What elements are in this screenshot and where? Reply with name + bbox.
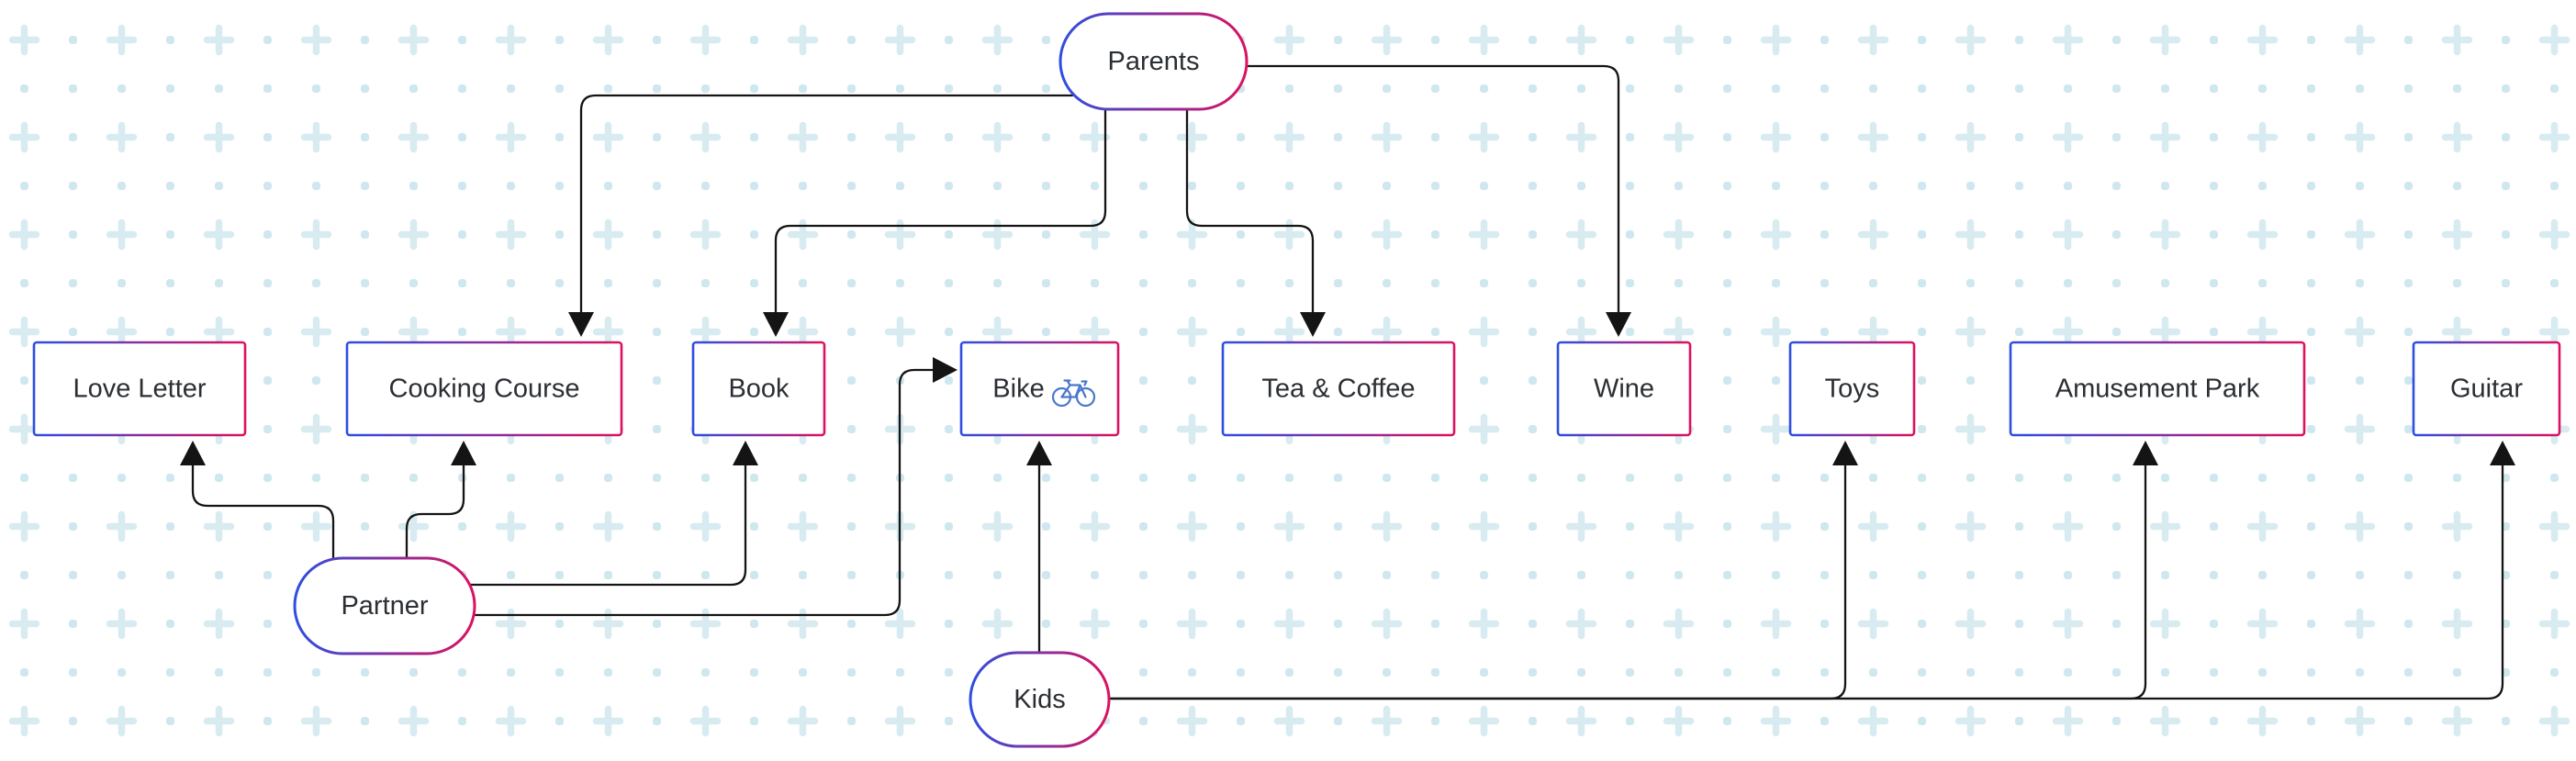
edge-line — [405, 464, 465, 560]
node-love-letter[interactable]: Love Letter — [32, 341, 247, 437]
edge-arrowhead-icon — [568, 312, 594, 337]
edge-arrowhead-icon — [763, 312, 789, 337]
node-label: Cooking Course — [389, 375, 580, 404]
node-amusement-park[interactable]: Amusement Park — [2009, 341, 2306, 437]
node-label: Wine — [1594, 375, 1654, 404]
edge-line — [774, 107, 1107, 314]
node-bike[interactable]: Bike — [959, 341, 1120, 437]
edge-line — [1244, 64, 1620, 314]
node-label: Guitar — [2450, 375, 2523, 404]
edge-arrowhead-icon — [733, 441, 758, 465]
edge-line — [579, 94, 1074, 314]
edge-arrowhead-icon — [1026, 441, 1052, 465]
node-label: Amusement Park — [2055, 375, 2260, 404]
edge-arrowhead-icon — [1606, 312, 1631, 337]
node-kids[interactable]: Kids — [969, 651, 1111, 748]
edge-partner-cooking-course[interactable] — [405, 441, 476, 560]
node-label: Book — [728, 375, 790, 404]
edge-kids-bike[interactable] — [1026, 441, 1052, 655]
node-parents[interactable]: Parents — [1058, 12, 1249, 111]
edge-parents-cooking-course[interactable] — [568, 94, 1074, 337]
bicycle-icon — [1051, 379, 1096, 408]
node-tea-coffee[interactable]: Tea & Coffee — [1221, 341, 1456, 437]
edge-line — [472, 368, 935, 617]
edge-partner-love-letter[interactable] — [180, 441, 335, 561]
edge-kids-guitar[interactable] — [1107, 441, 2515, 700]
edges-layer — [180, 64, 2515, 700]
node-label: Tea & Coffee — [1261, 375, 1415, 404]
node-wine[interactable]: Wine — [1556, 341, 1692, 437]
node-label: Partner — [341, 591, 428, 621]
node-partner[interactable]: Partner — [293, 556, 476, 655]
edge-arrowhead-icon — [1300, 312, 1326, 337]
node-book[interactable]: Book — [691, 341, 826, 437]
node-label: Kids — [1014, 685, 1065, 714]
edge-arrowhead-icon — [2133, 441, 2158, 465]
edge-line — [1107, 464, 2504, 700]
edge-line — [468, 464, 747, 587]
edge-parents-book[interactable] — [763, 107, 1107, 337]
node-label: Toys — [1825, 375, 1880, 404]
edge-arrowhead-icon — [451, 441, 476, 465]
edge-arrowhead-icon — [180, 441, 206, 465]
edge-arrowhead-icon — [1832, 441, 1858, 465]
edge-parents-tea-coffee[interactable] — [1185, 107, 1326, 337]
edge-line — [191, 464, 335, 561]
node-cooking-course[interactable]: Cooking Course — [345, 341, 623, 437]
node-label: Bike — [992, 375, 1044, 404]
edge-partner-book[interactable] — [468, 441, 758, 587]
edge-parents-wine[interactable] — [1244, 64, 1631, 337]
node-label: Love Letter — [73, 375, 206, 404]
node-guitar[interactable]: Guitar — [2412, 341, 2561, 437]
edge-arrowhead-icon — [933, 357, 958, 383]
node-toys[interactable]: Toys — [1788, 341, 1916, 437]
edge-arrowhead-icon — [2490, 441, 2515, 465]
edge-partner-bike[interactable] — [472, 357, 958, 617]
edge-line — [1185, 107, 1315, 314]
node-label: Parents — [1108, 47, 1200, 76]
